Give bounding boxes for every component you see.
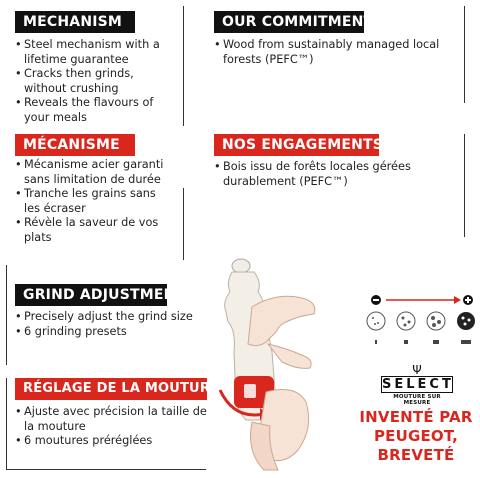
select-logo: Ψ SELECT MOUTURE SUR MESURE [381, 364, 453, 406]
invention-line: INVENTÉ PAR [359, 408, 473, 426]
list-item: Wood from sustainably managed local fore… [214, 38, 464, 67]
commitments-en-title: OUR COMMITMENTS [214, 11, 383, 33]
divider [183, 188, 184, 260]
grinder-icon: Ψ [412, 363, 422, 377]
invention-line: PEUGEOT, [373, 427, 459, 445]
grind-presets-graphic [366, 295, 475, 344]
divider [464, 134, 465, 237]
pepper-mill-illustration [218, 258, 316, 471]
divider [183, 6, 184, 126]
list-item: Bois issu de forêts locales gérées durab… [214, 160, 464, 189]
grind-en-title: GRIND ADJUSTMENT [15, 284, 185, 306]
invention-line: BREVETÉ [377, 446, 455, 464]
divider [6, 265, 7, 365]
select-logo-brand: SELECT [381, 376, 454, 393]
mechanism-fr-title: MÉCANISME [15, 134, 135, 156]
divider [6, 469, 206, 470]
mechanism-fr-list: Mécanisme acier garanti sans limitation … [15, 158, 175, 245]
list-item: Tranche les grains sans les écraser [15, 187, 175, 216]
commitments-fr-list: Bois issu de forêts locales gérées durab… [214, 160, 464, 189]
list-item: Ajuste avec précision la taille de la mo… [15, 405, 210, 434]
list-item: Mécanisme acier garanti sans limitation … [15, 158, 175, 187]
grind-en-list: Precisely adjust the grind size 6 grindi… [15, 310, 205, 339]
list-item: Steel mechanism with a lifetime guarante… [15, 38, 165, 67]
divider [6, 378, 7, 470]
select-logo-tagline: MOUTURE SUR MESURE [393, 394, 441, 406]
grind-fr-title: RÉGLAGE DE LA MOUTURE [15, 378, 219, 400]
commitments-en-list: Wood from sustainably managed local fore… [214, 38, 464, 67]
list-item: Révèle la saveur de vos plats [15, 216, 175, 245]
divider [464, 6, 465, 103]
list-item: 6 grinding presets [15, 325, 205, 340]
mechanism-en-list: Steel mechanism with a lifetime guarante… [15, 38, 165, 125]
list-item: Precisely adjust the grind size [15, 310, 205, 325]
invention-text: INVENTÉ PAR PEUGEOT, BREVETÉ [355, 408, 477, 465]
commitments-fr-title: NOS ENGAGEMENTS [214, 134, 383, 156]
list-item: Cracks then grinds, without crushing [15, 67, 165, 96]
grind-fr-list: Ajuste avec précision la taille de la mo… [15, 405, 210, 449]
mechanism-en-title: MECHANISM [15, 11, 135, 33]
list-item: 6 moutures préréglées [15, 434, 210, 449]
list-item: Reveals the flavours of your meals [15, 96, 165, 125]
